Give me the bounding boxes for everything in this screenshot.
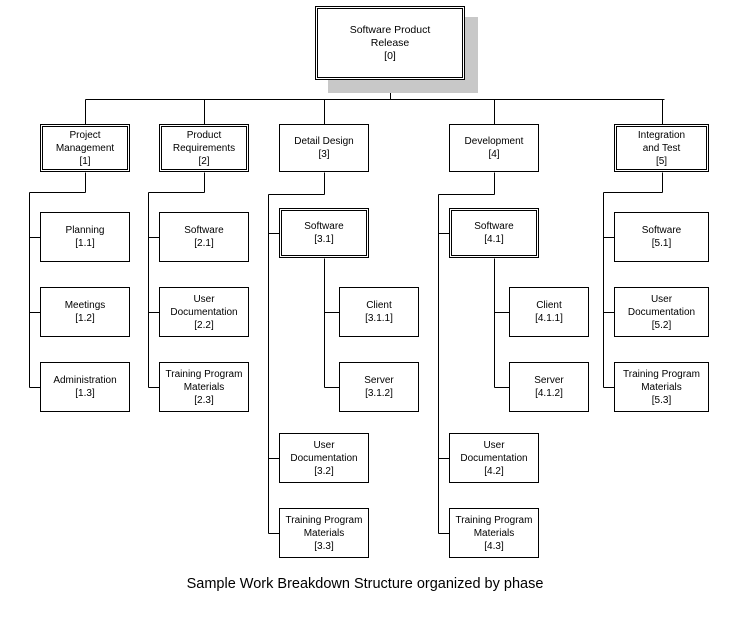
root-box-label-line: Release <box>370 36 410 49</box>
phase-box: Development [4] <box>449 124 539 172</box>
phase-box-label-line: [1] <box>79 155 91 167</box>
grandchild-box-label-line: Client <box>366 300 392 311</box>
child-box-label-line: Administration <box>53 375 117 386</box>
phase-box-label-line: Integration <box>637 129 686 141</box>
child-box-label-line: [5.1] <box>651 238 672 249</box>
child-box-label-line: [2.3] <box>194 394 214 406</box>
child-box: Software [4.1] <box>449 208 539 258</box>
child-box-label-line: Training Program <box>285 514 363 526</box>
child-box-label-line: Training Program <box>623 368 700 380</box>
child-box: Software [5.1] <box>614 212 709 262</box>
phase-box-label-line: [4] <box>488 149 500 160</box>
child-box-label-line: [3.3] <box>314 540 334 552</box>
phase-box-label-line: Requirements <box>172 142 236 154</box>
grandchild-box: Server [4.1.2] <box>509 362 589 412</box>
child-box-label-line: [4.2] <box>484 465 504 477</box>
child-box-label-line: [2.1] <box>194 238 214 249</box>
phase-box-label-line: and Test <box>642 142 681 154</box>
child-box-label-line: Documentation <box>170 306 238 318</box>
phase-box-label-line: [3] <box>318 149 330 160</box>
phase-box-label-line: Project <box>69 129 101 141</box>
child-box-label-line: Materials <box>303 527 345 539</box>
grandchild-box: Server [3.1.2] <box>339 362 419 412</box>
child-box-label-line: User <box>483 439 505 451</box>
child-box: Software [3.1] <box>279 208 369 258</box>
child-box-label-line: Meetings <box>64 300 106 311</box>
child-box-label-line: [1.2] <box>75 313 95 324</box>
phase-box-label-line: Product <box>186 129 222 141</box>
grandchild-box-label-line: Client <box>536 300 562 311</box>
child-box-label-line: User <box>313 439 335 451</box>
grandchild-box: Client [4.1.1] <box>509 287 589 337</box>
child-box-label-line: Documentation <box>290 452 358 464</box>
child-box: Meetings [1.2] <box>40 287 130 337</box>
grandchild-box-label-line: [4.1.2] <box>535 388 563 399</box>
child-box-label-line: Planning <box>65 225 105 236</box>
child-box-label-line: Materials <box>641 381 682 393</box>
grandchild-box-label-line: Server <box>364 375 394 386</box>
child-box-label-line: [5.3] <box>651 394 672 406</box>
child-box-label-line: Software <box>184 225 224 236</box>
child-box: Administration [1.3] <box>40 362 130 412</box>
grandchild-box-label-line: [3.1.1] <box>365 313 393 324</box>
child-box-label-line: Training Program <box>165 368 243 380</box>
phase-box-label-line: [5] <box>655 155 668 167</box>
child-box-label-line: [4.1] <box>484 234 504 245</box>
child-box-label-line: Materials <box>183 381 225 393</box>
child-box-label-line: [3.2] <box>314 465 334 477</box>
phase-box-label-line: Detail Design <box>294 136 354 147</box>
phase-box-label-line: Development <box>464 136 524 147</box>
child-box-label-line: [1.3] <box>75 388 95 399</box>
child-box-label-line: [4.3] <box>484 540 504 552</box>
child-box-label-line: [3.1] <box>314 234 334 245</box>
grandchild-box: Client [3.1.1] <box>339 287 419 337</box>
child-box-label-line: Software <box>474 221 514 232</box>
diagram-caption: Sample Work Breakdown Structure organize… <box>186 576 544 592</box>
child-box: Software [2.1] <box>159 212 249 262</box>
child-box-label-line: Training Program <box>455 514 533 526</box>
phase-box-label-line: [2] <box>198 155 210 167</box>
child-box-label-line: Documentation <box>460 452 528 464</box>
child-box-label-line: [1.1] <box>75 238 95 249</box>
child-box-label-line: [5.2] <box>651 319 672 331</box>
child-box-label-line: Documentation <box>627 306 696 318</box>
phase-box-label-line: Management <box>55 142 115 154</box>
child-box-label-line: Software <box>304 221 344 232</box>
child-box-label-line: Software <box>641 225 682 236</box>
child-box-label-line: [2.2] <box>194 319 214 331</box>
grandchild-box-label-line: [4.1.1] <box>535 313 563 324</box>
root-box-label-line: [0] <box>384 49 396 62</box>
phase-box: Detail Design [3] <box>279 124 369 172</box>
grandchild-box-label-line: [3.1.2] <box>365 388 393 399</box>
child-box: Planning [1.1] <box>40 212 130 262</box>
grandchild-box-label-line: Server <box>534 375 564 386</box>
child-box-label-line: User <box>193 293 215 305</box>
root-box-label-line: Software Product <box>349 23 431 36</box>
child-box-label-line: User <box>650 293 673 305</box>
child-box-label-line: Materials <box>473 527 515 539</box>
